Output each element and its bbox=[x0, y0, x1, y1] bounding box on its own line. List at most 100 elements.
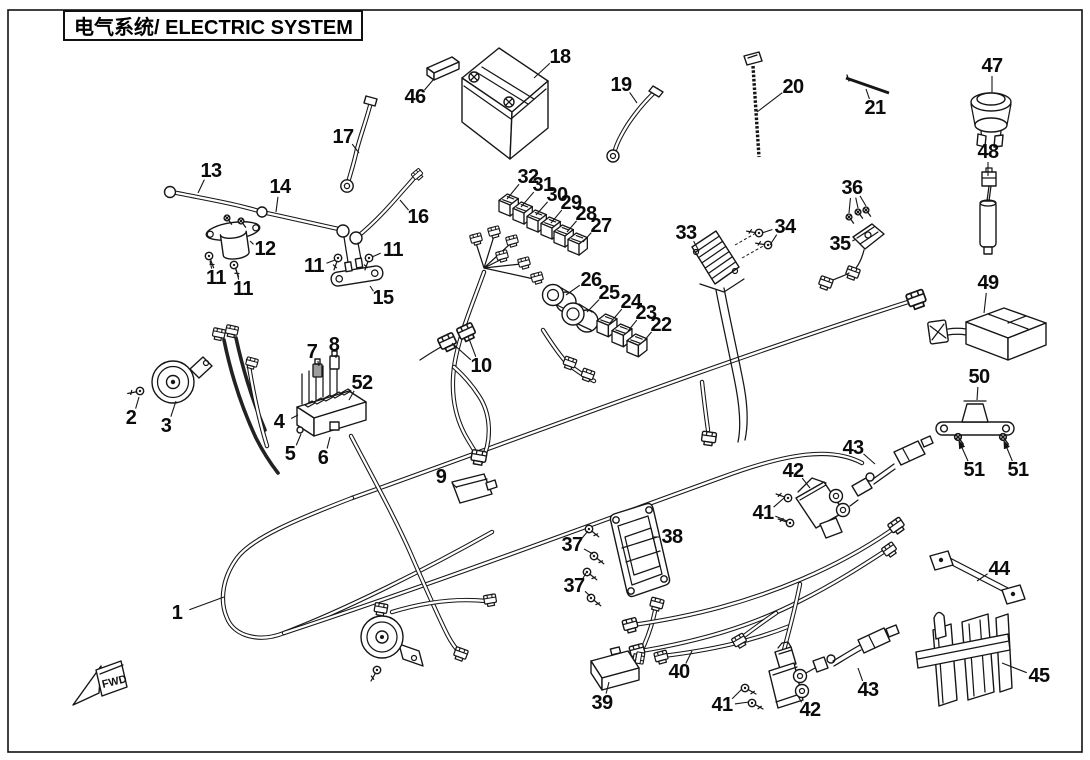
cable-tie-20 bbox=[743, 51, 763, 158]
regulator-bolts-34 bbox=[734, 225, 774, 259]
mount-bracket-50 bbox=[935, 400, 1015, 436]
callout-35: 35 bbox=[829, 233, 851, 255]
leader-line-37 bbox=[584, 590, 591, 597]
callout-28: 28 bbox=[575, 203, 597, 225]
leader-line-23 bbox=[627, 319, 638, 332]
callout-42: 42 bbox=[799, 699, 821, 721]
callout-14: 14 bbox=[269, 176, 292, 198]
leader-line-31 bbox=[520, 191, 535, 208]
page-border bbox=[7, 9, 1083, 753]
leader-line-7 bbox=[317, 360, 320, 367]
callout-37: 37 bbox=[563, 575, 585, 597]
leader-line-21 bbox=[865, 88, 870, 100]
leader-line-13 bbox=[197, 179, 205, 194]
callout-47: 47 bbox=[981, 55, 1003, 77]
callout-42: 42 bbox=[782, 460, 804, 482]
callout-11: 11 bbox=[304, 255, 324, 277]
callout-27: 27 bbox=[590, 215, 612, 237]
leader-line-1 bbox=[189, 596, 225, 611]
callout-24: 24 bbox=[620, 291, 643, 313]
leader-line-42 bbox=[797, 695, 803, 703]
callout-20: 20 bbox=[782, 76, 804, 98]
callout-41: 41 bbox=[752, 502, 774, 524]
callout-39: 39 bbox=[591, 692, 613, 714]
ground-cable-17 bbox=[340, 95, 378, 193]
callout-43: 43 bbox=[857, 679, 879, 701]
callout-51: 51 bbox=[963, 459, 985, 481]
fuse-box bbox=[296, 350, 367, 437]
leader-line-2 bbox=[135, 396, 140, 409]
leader-line-41 bbox=[775, 515, 788, 522]
leader-line-34 bbox=[761, 229, 773, 234]
leader-line-36 bbox=[859, 195, 867, 207]
ecu-bolts-37 bbox=[581, 524, 607, 607]
leader-line-35 bbox=[852, 238, 857, 242]
leader-line-11 bbox=[326, 259, 336, 264]
callout-11: 11 bbox=[383, 239, 403, 261]
leader-line-26 bbox=[565, 284, 581, 296]
leader-line-22 bbox=[643, 331, 652, 342]
connectors-10 bbox=[419, 321, 479, 361]
leader-line-11 bbox=[209, 260, 213, 269]
control-unit-49 bbox=[927, 307, 1047, 361]
leader-line-3 bbox=[170, 400, 177, 417]
callout-18: 18 bbox=[549, 46, 571, 68]
leader-line-29 bbox=[550, 209, 563, 224]
callout-3: 3 bbox=[161, 415, 172, 437]
leader-line-30 bbox=[535, 201, 548, 216]
terminal-block-15 bbox=[330, 257, 384, 287]
sensor-42-upper bbox=[775, 477, 851, 539]
fuse-7 bbox=[312, 363, 323, 378]
voltage-regulator-33 bbox=[691, 230, 748, 443]
callout-21: 21 bbox=[864, 97, 886, 119]
callout-10: 10 bbox=[470, 355, 492, 377]
leader-line-6 bbox=[326, 436, 331, 449]
leader-line-46 bbox=[424, 79, 434, 91]
callout-11: 11 bbox=[206, 267, 226, 289]
leader-line-34 bbox=[769, 234, 778, 246]
harness-connector-cluster bbox=[468, 225, 596, 384]
round-relays-25-26 bbox=[541, 283, 599, 333]
fuse-8 bbox=[329, 355, 340, 370]
leader-line-11 bbox=[235, 268, 240, 280]
cable-43-lower bbox=[805, 624, 900, 674]
leader-line-41 bbox=[731, 688, 743, 700]
leader-line-15 bbox=[369, 285, 374, 292]
callout-45: 45 bbox=[1028, 665, 1050, 687]
leader-line-36 bbox=[848, 197, 851, 214]
horn-rear bbox=[360, 601, 424, 682]
leader-line-39 bbox=[605, 681, 610, 694]
leader-line-52 bbox=[348, 390, 355, 401]
callout-37: 37 bbox=[561, 534, 583, 556]
callout-51: 51 bbox=[1007, 459, 1029, 481]
callout-1: 1 bbox=[172, 602, 183, 624]
leader-line-16 bbox=[399, 199, 409, 211]
strap-44 bbox=[929, 550, 1026, 605]
bracket-45 bbox=[915, 611, 1013, 707]
cable-43-upper bbox=[849, 435, 934, 507]
callout-16: 16 bbox=[407, 206, 429, 228]
callout-40: 40 bbox=[668, 661, 690, 683]
leader-line-36 bbox=[855, 197, 859, 209]
leader-line-42 bbox=[801, 477, 811, 489]
callout-44: 44 bbox=[988, 558, 1011, 580]
leader-line-41 bbox=[773, 497, 785, 508]
callout-15: 15 bbox=[372, 287, 394, 309]
leader-line-43 bbox=[863, 453, 876, 465]
leader-line-24 bbox=[609, 308, 623, 324]
callout-8: 8 bbox=[329, 334, 340, 356]
leader-line-25 bbox=[586, 299, 600, 313]
callout-31: 31 bbox=[532, 174, 554, 196]
leader-line-37 bbox=[581, 530, 589, 539]
callout-33: 33 bbox=[675, 222, 697, 244]
leader-line-10 bbox=[467, 335, 477, 358]
leader-line-4 bbox=[290, 414, 299, 420]
leader-line-9 bbox=[451, 482, 458, 489]
flasher-39 bbox=[590, 646, 640, 691]
leader-line-17 bbox=[351, 143, 360, 154]
callout-25: 25 bbox=[598, 282, 620, 304]
callout-7: 7 bbox=[307, 341, 318, 363]
